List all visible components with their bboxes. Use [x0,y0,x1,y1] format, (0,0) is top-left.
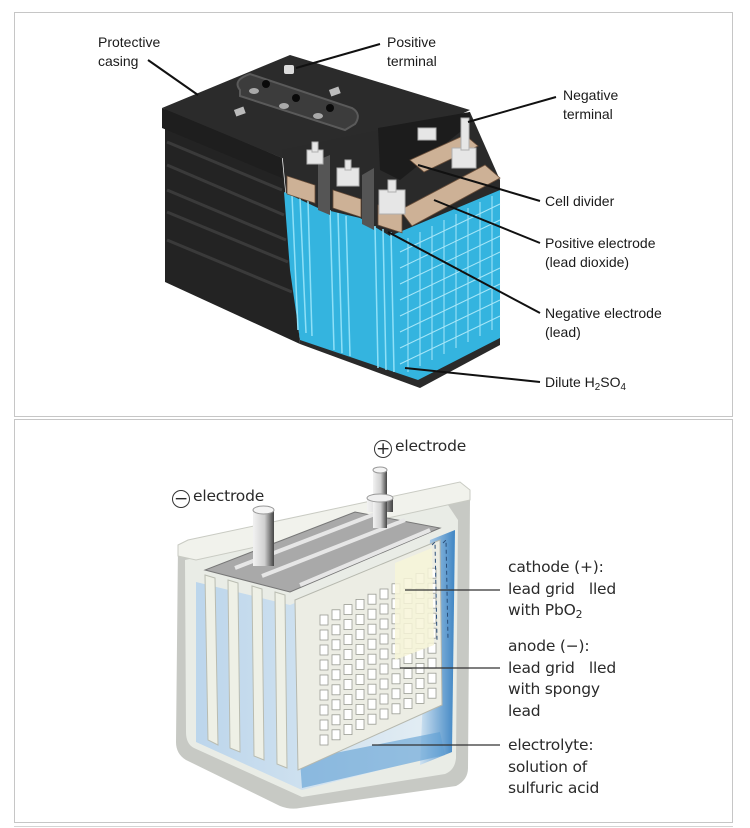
battery-schematic-panel [14,419,733,823]
label-text: electrode [395,437,467,455]
leader-lines [147,43,557,383]
plate-stripes [291,194,395,373]
label-line: Positive [387,34,437,50]
label-line: sulfuric acid [508,779,600,797]
label-anode: anode (−): lead grid lled with spongy le… [508,636,616,722]
label-line: Protective [98,34,161,50]
label-positive-electrode: Positive electrode (lead dioxide) [545,234,656,272]
formula-part: SO [600,374,621,390]
cell-divider [378,112,470,180]
label-line: terminal [387,53,437,69]
label-line: electrolyte: [508,736,594,754]
label-negative-electrode-schematic: −electrode [172,486,264,508]
label-line: solution of [508,757,588,776]
label-text: electrode [193,487,265,505]
label-line: with PbO2 [508,600,616,622]
battery-cutaway-illustration [147,43,557,388]
label-line: terminal [563,106,613,122]
formula-subscript: 2 [594,382,601,393]
electrode-grid [399,196,501,372]
label-line: Negative electrode [545,305,662,321]
label-positive-terminal: Positive terminal [387,33,437,71]
label-cell-divider: Cell divider [545,193,615,209]
label-line: lead [508,701,541,720]
label-line: (lead) [545,324,581,340]
terminal-posts [306,117,477,215]
casing-ribs [166,140,293,294]
vent-bar [236,72,359,132]
label-line: with spongy [508,680,600,698]
formula-subscript: 4 [620,382,626,393]
label-positive-electrode-schematic: +electrode [374,436,466,458]
label-protective-casing: Protective casing [98,33,160,71]
label-line: casing [98,53,139,69]
formula-part: with PbO [508,601,576,619]
divider-rule [14,826,733,827]
label-line: lead grid lled [508,579,617,598]
label-line: (lead dioxide) [545,254,630,270]
label-line: Positive electrode [545,235,656,251]
label-line: anode (−): [508,637,590,655]
label-line: Negative [563,87,619,103]
label-negative-terminal: Negative terminal [563,86,618,124]
plus-circle-icon: + [374,439,392,459]
label-line: lead grid lled [508,658,617,677]
formula-subscript: 2 [575,608,583,621]
label-dilute-sulfuric-acid: Dilute H2SO4 [545,373,626,392]
label-negative-electrode: Negative electrode (lead) [545,304,662,342]
label-cathode: cathode (+): lead grid lled with PbO2 [508,557,616,622]
label-line: cathode (+): [508,558,604,576]
formula-part: Dilute H [545,374,595,390]
label-electrolyte: electrolyte: solution of sulfuric acid [508,735,599,800]
minus-circle-icon: − [172,489,190,509]
positive-terminal-stub [284,65,294,74]
